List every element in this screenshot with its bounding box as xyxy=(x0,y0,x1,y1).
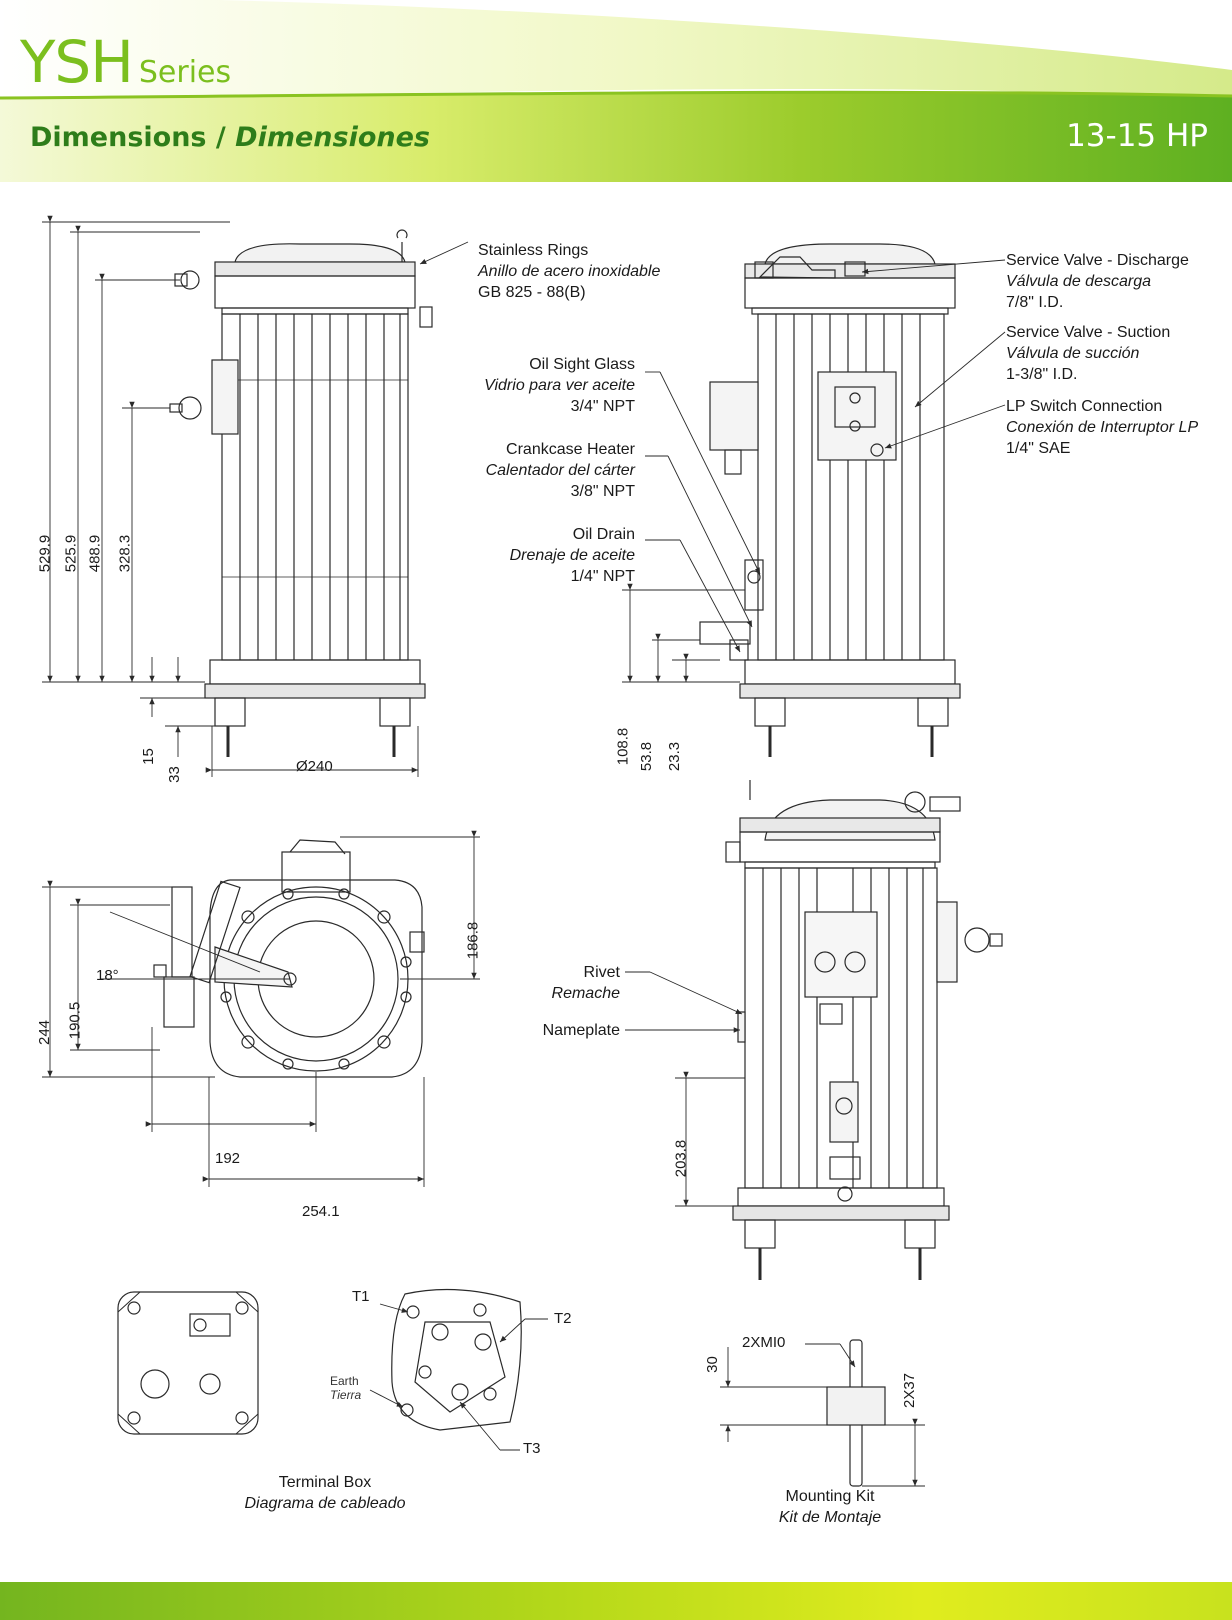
dim-328-3: 328.3 xyxy=(116,534,134,573)
side-view-right xyxy=(699,243,961,757)
dim-525-9: 525.9 xyxy=(62,534,80,573)
oil-sight-glass-spec: 3/4" NPT xyxy=(570,398,635,415)
suction-valve-en: Service Valve - Suction xyxy=(1006,324,1171,341)
lp-switch-en: LP Switch Connection xyxy=(1006,398,1163,415)
callout-stainless-rings: Stainless Rings Anillo de acero inoxidab… xyxy=(478,240,660,303)
series-main: YSH xyxy=(20,28,134,96)
terminal-diagram-leaders xyxy=(369,1303,548,1451)
top-view-dimensions xyxy=(42,830,480,1187)
lp-switch-spec: 1/4" SAE xyxy=(1006,440,1071,457)
leader-stainless-rings xyxy=(419,241,469,265)
callout-discharge-valve: Service Valve - Discharge Válvula de des… xyxy=(1006,250,1189,313)
discharge-valve-spec: 7/8" I.D. xyxy=(1006,294,1064,311)
earth-en: Earth xyxy=(330,1374,359,1388)
rivet-es: Remache xyxy=(551,985,620,1002)
terminal-diagram xyxy=(391,1288,522,1431)
terminal-t2: T2 xyxy=(554,1310,572,1327)
dim-488-9: 488.9 xyxy=(86,534,104,573)
dim-mk-2x37: 2X37 xyxy=(901,1372,919,1409)
caption-mounting-kit: Mounting Kit Kit de Montaje xyxy=(730,1486,930,1528)
discharge-valve-en: Service Valve - Discharge xyxy=(1006,252,1189,269)
dim-53-8: 53.8 xyxy=(638,741,656,772)
front-view-leaders-dimensions xyxy=(625,971,745,1207)
page-footer-band xyxy=(0,1582,1232,1620)
mounting-kit-part: 2XMI0 xyxy=(742,1334,786,1351)
section-title: Dimensions / Dimensiones xyxy=(30,122,430,153)
callout-nameplate: Nameplate xyxy=(543,1020,620,1041)
stainless-rings-es: Anillo de acero inoxidable xyxy=(478,263,661,280)
lp-switch-es: Conexión de Interruptor LP xyxy=(1006,419,1199,436)
series-sub: Series xyxy=(138,55,232,90)
dim-254-1: 254.1 xyxy=(302,1203,340,1220)
callout-lp-switch: LP Switch Connection Conexión de Interru… xyxy=(1006,396,1198,459)
section-title-en: Dimensions / xyxy=(30,122,226,153)
terminal-t3: T3 xyxy=(523,1440,541,1457)
side-view-left-dimensions xyxy=(42,215,419,777)
suction-valve-es: Válvula de succión xyxy=(1006,345,1140,362)
suction-valve-spec: 1-3/8" I.D. xyxy=(1006,366,1078,383)
callout-oil-sight-glass: Oil Sight Glass Vidrio para ver aceite 3… xyxy=(484,354,635,417)
side-view-left xyxy=(169,229,433,757)
callout-suction-valve: Service Valve - Suction Válvula de succi… xyxy=(1006,322,1170,385)
dim-529-9: 529.9 xyxy=(36,534,54,573)
section-title-es: Dimensiones xyxy=(235,122,430,153)
rivet-en: Rivet xyxy=(583,964,620,981)
dim-244: 244 xyxy=(36,1019,54,1046)
crankcase-heater-en: Crankcase Heater xyxy=(506,441,635,458)
oil-drain-spec: 1/4" NPT xyxy=(570,568,635,585)
side-view-right-dimensions xyxy=(622,583,745,683)
callout-rivet: Rivet Remache xyxy=(552,962,620,1004)
mounting-kit-es: Kit de Montaje xyxy=(778,1509,882,1526)
discharge-valve-es: Válvula de descarga xyxy=(1006,273,1151,290)
oil-drain-en: Oil Drain xyxy=(572,526,635,543)
earth-label: Earth Tierra xyxy=(330,1374,361,1402)
oil-drain-es: Drenaje de aceite xyxy=(509,547,635,564)
terminal-t1: T1 xyxy=(352,1288,370,1305)
dim-108-8: 108.8 xyxy=(614,727,632,766)
dim-23-3: 23.3 xyxy=(666,741,684,772)
dim-15: 15 xyxy=(139,748,157,765)
dim-33: 33 xyxy=(165,766,183,783)
oil-sight-glass-en: Oil Sight Glass xyxy=(529,356,635,373)
nameplate-en: Nameplate xyxy=(542,1022,620,1039)
terminal-box-es: Diagrama de cableado xyxy=(244,1495,406,1512)
terminal-box-en: Terminal Box xyxy=(278,1474,372,1491)
header-swoosh-graphic xyxy=(0,0,1232,182)
dim-190-5: 190.5 xyxy=(66,1001,84,1040)
dim-203-8: 203.8 xyxy=(672,1139,690,1178)
stainless-rings-en: Stainless Rings xyxy=(478,242,589,259)
crankcase-heater-es: Calentador del cárter xyxy=(485,462,635,479)
top-view xyxy=(153,839,425,1078)
mounting-kit-dimensions xyxy=(720,1343,925,1487)
terminal-box-plate xyxy=(117,1291,259,1435)
dim-186-8: 186.8 xyxy=(464,921,482,960)
front-view xyxy=(725,780,1003,1280)
mounting-kit-en: Mounting Kit xyxy=(785,1488,875,1505)
dim-192: 192 xyxy=(215,1150,241,1167)
callout-oil-drain: Oil Drain Drenaje de aceite 1/4" NPT xyxy=(510,524,635,587)
dim-diameter: Ø240 xyxy=(296,758,333,775)
callout-crankcase-heater: Crankcase Heater Calentador del cárter 3… xyxy=(486,439,635,502)
mounting-kit-drawing xyxy=(826,1339,886,1487)
power-range: 13-15 HP xyxy=(1066,118,1208,154)
dim-angle: 18° xyxy=(96,967,119,984)
stainless-rings-spec: GB 825 - 88(B) xyxy=(478,284,586,301)
crankcase-heater-spec: 3/8" NPT xyxy=(570,483,635,500)
side-view-right-leaders xyxy=(645,259,1006,653)
caption-terminal-box: Terminal Box Diagrama de cableado xyxy=(220,1472,430,1514)
dim-mk-30: 30 xyxy=(703,1356,721,1373)
oil-sight-glass-es: Vidrio para ver aceite xyxy=(484,377,635,394)
technical-drawing xyxy=(42,215,1006,1487)
earth-es: Tierra xyxy=(330,1388,362,1402)
